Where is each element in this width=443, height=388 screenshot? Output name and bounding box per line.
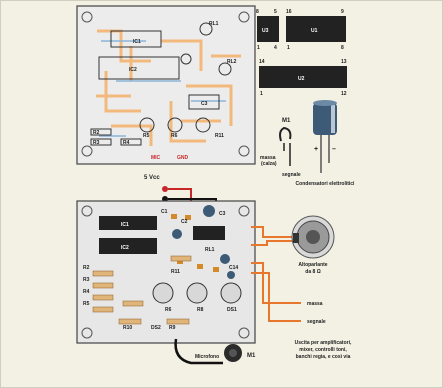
pcb-bottom-label: IC2 [121,245,129,251]
chip-pin: 1 [287,45,290,51]
pcb-bottom-label: R3 [83,277,90,283]
capacitor-plus: + [314,146,318,153]
pcb-top-label: R11 [215,133,224,139]
chip-pin: 9 [341,9,344,15]
output-caption-3: banchi regia, e così via [296,354,351,360]
output-segnale: segnale [307,319,326,325]
pcb-top-label: RL2 [227,59,237,65]
chip-pin: 4 [274,45,277,51]
pcb-top-label: R4 [123,140,130,146]
chip-u2: 14 13 U2 1 12 [259,59,347,97]
pcb-bottom-label: R4 [83,289,90,295]
pcb-bottom: IC1 IC2 C1 C2 C3 R2 R3 R4 R5 R11 R6 [76,200,256,344]
chip-pin: 5 [274,9,277,15]
pcb-bottom-label: IC1 [121,222,129,228]
chip-pin: 16 [286,9,292,15]
chip-u3: 8 5 U3 1 4 [256,9,279,51]
pcb-bottom-label: C2 [181,219,188,225]
speaker: Altoparlante da 8 Ω [251,215,335,275]
pcb-bottom-label: R8 [197,307,204,313]
chip-name: U3 [262,28,269,34]
pcb-bottom-label: RL1 [205,247,215,253]
chip-pin: 1 [260,91,263,97]
capacitor-label: Condensatori elettrolitici [296,181,356,187]
chip-pin: 8 [341,45,344,51]
chip-name: U1 [311,28,318,34]
speaker-label-1: Altoparlante [298,262,327,268]
pcb-bottom-label: R11 [171,269,180,275]
pcb-top-label: R2 [93,130,100,136]
outputs: massa segnale Uscita per amplificatori, … [251,262,352,360]
output-caption-2: mixer, controlli toni, [299,347,347,353]
output-massa: massa [307,301,323,307]
microphone: Microfono M1 [174,338,256,365]
pcb-bottom-label: R6 [165,307,172,313]
microphone-id: M1 [247,353,256,359]
pcb-bottom-label: C14 [229,265,238,271]
pcb-top-label: IC1 [133,39,141,45]
pcb-bottom-label: R9 [169,325,176,331]
legend-calza: (calza) [261,161,277,167]
mic-pin-legend: M1 massa (calza) segnale [260,118,301,178]
chip-pin: 8 [256,9,259,15]
power-label: 5 Vcc [144,175,160,181]
pcb-bottom-label: C3 [219,211,226,217]
chip-name: U2 [298,76,305,82]
pcb-top-label: C3 [201,101,208,107]
pcb-bottom-label: R10 [123,325,132,331]
pcb-bottom-label: R2 [83,265,90,271]
chip-pin: 12 [341,91,347,97]
pcb-bottom-label: R5 [83,301,90,307]
capacitor-legend: + – Condensatori elettrolitici [296,100,356,187]
pcb-top-gnd-mark: GND [177,155,189,161]
pcb-bottom-label: C1 [161,209,168,215]
legend-massa: massa [260,155,276,161]
pcb-top-label: RL1 [209,21,219,27]
pcb-top-mic-mark: MIC [151,155,161,161]
pcb-top-label: R3 [93,140,100,146]
output-caption-1: Uscita per amplificatori, [295,340,352,346]
chip-u1: 16 9 U1 1 8 [286,9,346,51]
pcb-top-label: R6 [171,133,178,139]
pcb-bottom-label: DS2 [151,325,161,331]
chip-pin: 14 [259,59,265,65]
capacitor-minus: – [332,146,336,153]
chip-pin: 1 [257,45,260,51]
pcb-bottom-label: DS1 [227,307,237,313]
pcb-top-label: IC2 [129,67,137,73]
legend-mic-id: M1 [282,118,291,124]
pcb-top: IC1 IC2 C3 R2 R3 R4 R5 R6 R11 RL1 RL2 MI… [76,5,256,165]
speaker-label-2: da 8 Ω [305,269,320,275]
legend-segnale: segnale [282,172,301,178]
chip-pin: 13 [341,59,347,65]
pcb-top-label: R5 [143,133,150,139]
microphone-label: Microfono [195,354,219,360]
